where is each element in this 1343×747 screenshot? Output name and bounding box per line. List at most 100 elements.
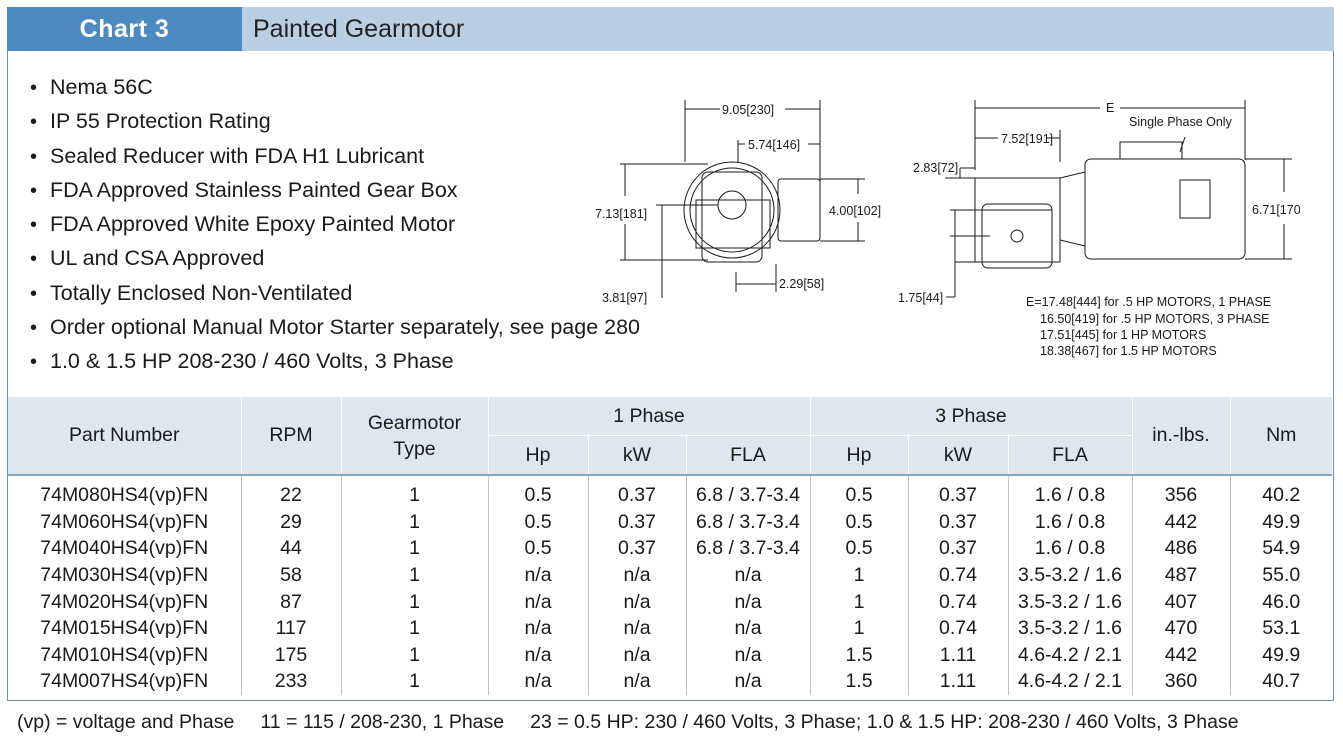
cell-part-number: 74M010HS4(vp)FN [40, 643, 209, 666]
cell-1ph-kw: n/a [587, 561, 686, 589]
e-note: E=17.48[444] for .5 HP MOTORS, 1 PHASE [1026, 295, 1271, 309]
cell-rpm: 44 [240, 535, 341, 562]
cell-part-number: 74M030HS4(vp)FN [40, 564, 209, 587]
cell-3ph-kw: 0.74 [907, 561, 1008, 589]
cell-1ph-fla: n/a [685, 561, 810, 589]
cell-1ph-fla: n/a [685, 588, 810, 615]
cell-3ph-fla: 3.5-3.2 / 1.6 [1007, 561, 1132, 589]
cell-type: 1 [340, 535, 488, 562]
gearmotor-spec-table: Part Number RPM Gearmotor Type 1 Phase 3… [8, 397, 1332, 695]
cell-3ph-hp: 1.5 [809, 668, 908, 695]
cell-part-number: 74M040HS4(vp)FN [40, 537, 209, 560]
dim-base-height: 1.75[44] [898, 291, 943, 305]
col-header-1-phase-hp: Hp [488, 435, 589, 475]
cell-3ph-hp: 1 [809, 614, 908, 642]
col-header-1-phase-fla: FLA [685, 435, 811, 475]
e-note: 16.50[419] for .5 HP MOTORS, 3 PHASE [1040, 312, 1270, 326]
front-view-drawing [620, 100, 865, 298]
content-frame [7, 51, 1334, 701]
cell-1ph-kw: n/a [587, 668, 686, 695]
table-row: 74M015HS4(vp)FN 117 1 n/a n/a n/a 1 0.74… [8, 614, 1332, 642]
cell-3ph-kw: 0.37 [907, 475, 1008, 509]
footnote-vp: (vp) = voltage and Phase [17, 711, 235, 733]
cell-3ph-kw: 0.74 [907, 588, 1008, 615]
cell-3ph-hp: 0.5 [809, 475, 908, 509]
cell-in-lbs: 356 [1131, 475, 1230, 509]
cell-part-number: 74M015HS4(vp)FN [40, 617, 209, 640]
cell-nm: 40.2 [1229, 475, 1332, 509]
dimension-drawing-svg: 9.05[230] 5.74[146] 7.13[181] 4.00[102] … [595, 100, 1304, 358]
cell-1ph-fla: n/a [685, 668, 810, 695]
dim-side-height: 6.71[170] [1252, 203, 1300, 217]
chart-header: Chart 3 Painted Gearmotor [7, 7, 1334, 51]
dim-height-motor: 4.00[102] [829, 204, 881, 218]
cell-rpm: 117 [240, 614, 341, 642]
table-row: 74M030HS4(vp)FN 58 1 n/a n/a n/a 1 0.74 … [8, 561, 1332, 589]
cell-3ph-hp: 0.5 [809, 508, 908, 536]
cell-rpm: 233 [240, 668, 341, 695]
cell-3ph-fla: 3.5-3.2 / 1.6 [1007, 614, 1132, 642]
cell-1ph-kw: n/a [587, 588, 686, 615]
cell-3ph-fla: 1.6 / 0.8 [1007, 535, 1132, 562]
col-header-3-phase-kw: kW [907, 435, 1009, 475]
cell-3ph-kw: 1.11 [907, 641, 1008, 669]
cell-type: 1 [340, 641, 488, 669]
cell-rpm: 58 [240, 561, 341, 589]
cell-1ph-hp: n/a [487, 561, 588, 589]
cell-3ph-hp: 1 [809, 561, 908, 589]
dim-length-e: E [1106, 101, 1114, 115]
cell-1ph-hp: n/a [487, 668, 588, 695]
feature-item: FDA Approved White Epoxy Painted Motor [30, 209, 640, 243]
col-header-1-phase: 1 Phase [487, 397, 811, 436]
cell-nm: 53.1 [1229, 614, 1332, 642]
cell-3ph-kw: 0.37 [907, 535, 1008, 562]
col-header-3-phase: 3 Phase [809, 397, 1133, 436]
feature-item: IP 55 Protection Rating [30, 106, 640, 140]
e-note: 17.51[445] for 1 HP MOTORS [1040, 328, 1206, 342]
cell-1ph-fla: n/a [685, 614, 810, 642]
cell-3ph-hp: 1 [809, 588, 908, 615]
cell-part-number: 74M060HS4(vp)FN [40, 510, 209, 533]
cell-1ph-hp: n/a [487, 641, 588, 669]
footnote-code-11: 11 = 115 / 208-230, 1 Phase [260, 711, 505, 733]
cell-type: 1 [340, 475, 488, 509]
cell-1ph-fla: n/a [685, 641, 810, 669]
feature-item: Nema 56C [30, 72, 640, 106]
cell-1ph-kw: 0.37 [587, 508, 686, 536]
table-row: 74M010HS4(vp)FN 175 1 n/a n/a n/a 1.5 1.… [8, 641, 1332, 669]
dim-shaft-offset: 2.83[72] [913, 161, 958, 175]
col-header-1-phase-kw: kW [587, 435, 687, 475]
feature-item: Totally Enclosed Non-Ventilated [30, 278, 640, 312]
cell-rpm: 87 [240, 588, 341, 615]
col-header-3-phase-hp: Hp [809, 435, 909, 475]
page-title: Painted Gearmotor [253, 14, 465, 43]
cell-in-lbs: 360 [1131, 668, 1230, 695]
cell-type: 1 [340, 614, 488, 642]
col-header-part-number: Part Number [8, 397, 242, 475]
feature-item: Order optional Manual Motor Starter sepa… [30, 312, 640, 346]
cell-part-number: 74M007HS4(vp)FN [40, 670, 209, 693]
cell-1ph-fla: 6.8 / 3.7-3.4 [685, 535, 810, 562]
dim-reducer-length: 7.52[191] [1001, 132, 1053, 146]
cell-1ph-fla: 6.8 / 3.7-3.4 [685, 508, 810, 536]
table-row: 74M080HS4(vp)FN 22 1 0.5 0.37 6.8 / 3.7-… [8, 475, 1332, 509]
cell-nm: 49.9 [1229, 508, 1332, 536]
cell-in-lbs: 487 [1131, 561, 1230, 589]
dim-shaft-height: 3.81[97] [602, 291, 647, 305]
single-phase-note: Single Phase Only [1129, 115, 1233, 129]
dimension-drawings: 9.05[230] 5.74[146] 7.13[181] 4.00[102] … [580, 92, 1304, 372]
cell-rpm: 29 [240, 508, 341, 536]
cell-3ph-fla: 4.6-4.2 / 2.1 [1007, 668, 1132, 695]
cell-1ph-hp: n/a [487, 588, 588, 615]
table-row: 74M007HS4(vp)FN 233 1 n/a n/a n/a 1.5 1.… [8, 668, 1332, 695]
cell-in-lbs: 486 [1131, 535, 1230, 562]
cell-part-number: 74M080HS4(vp)FN [40, 484, 209, 507]
cell-nm: 54.9 [1229, 535, 1332, 562]
chart-number-label: Chart 3 [7, 7, 242, 51]
cell-3ph-fla: 1.6 / 0.8 [1007, 475, 1132, 509]
col-header-type: Gearmotor Type [340, 397, 489, 475]
cell-3ph-kw: 0.37 [907, 508, 1008, 536]
col-header-rpm: RPM [240, 397, 342, 475]
cell-part-number: 74M020HS4(vp)FN [40, 590, 209, 613]
cell-nm: 55.0 [1229, 561, 1332, 589]
